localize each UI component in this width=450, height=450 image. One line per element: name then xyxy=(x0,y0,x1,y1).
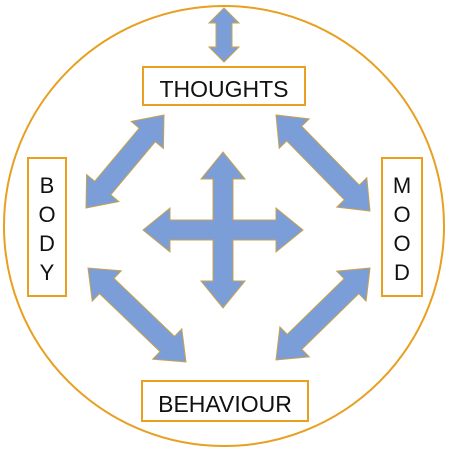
mood-letter: O xyxy=(393,231,410,256)
body-letter: O xyxy=(38,202,55,227)
behaviour-box xyxy=(141,380,309,422)
mood-letter: M xyxy=(393,173,411,198)
thoughts-mood-double-arrow xyxy=(275,114,371,212)
arrow-layer xyxy=(85,7,371,363)
behaviour-node: BEHAVIOUR xyxy=(141,380,309,422)
body-box xyxy=(27,157,67,297)
body-letter: D xyxy=(39,231,55,256)
thoughts-box xyxy=(142,66,306,106)
mood-letter: D xyxy=(394,260,410,285)
center-four-way-arrow xyxy=(142,151,304,309)
mood-node: M O O D xyxy=(381,157,423,297)
body-letter: Y xyxy=(40,260,55,285)
body-behaviour-double-arrow xyxy=(87,267,187,363)
behaviour-label: BEHAVIOUR xyxy=(158,391,292,417)
mood-letter: O xyxy=(393,202,410,227)
thoughts-node: THOUGHTS xyxy=(142,66,306,106)
body-node: B O D Y xyxy=(27,157,67,297)
mood-behaviour-double-arrow xyxy=(275,267,371,361)
mood-box xyxy=(381,157,423,297)
top-double-arrow xyxy=(207,7,241,63)
thoughts-body-double-arrow xyxy=(85,114,165,209)
thoughts-label: THOUGHTS xyxy=(159,76,288,102)
body-letter: B xyxy=(40,173,55,198)
